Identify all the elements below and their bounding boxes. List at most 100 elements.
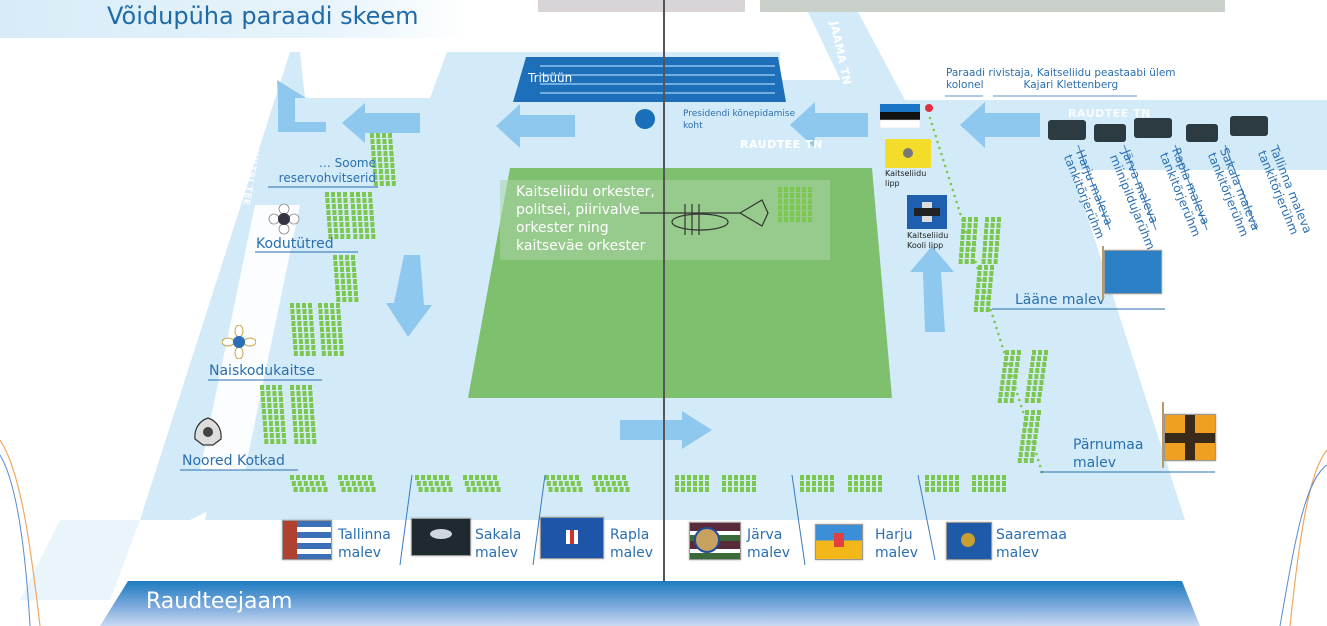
troop-mark bbox=[324, 315, 329, 320]
troop-mark bbox=[303, 321, 308, 326]
troop-mark bbox=[824, 487, 828, 492]
troop-mark bbox=[442, 487, 447, 492]
troop-mark bbox=[345, 481, 350, 486]
troop-mark bbox=[331, 204, 336, 209]
troop-mark bbox=[475, 475, 479, 480]
unit-line2: reservohvitserid bbox=[278, 171, 376, 185]
troop-mark bbox=[370, 222, 375, 227]
troop-mark bbox=[290, 385, 294, 390]
troop-mark bbox=[693, 481, 697, 486]
marching-column-dot bbox=[930, 122, 934, 126]
flag-label-line1: Kaitseliidu bbox=[907, 231, 949, 240]
troop-mark bbox=[740, 481, 744, 486]
troop-mark bbox=[878, 487, 882, 492]
marching-column-dot bbox=[961, 218, 964, 222]
troop-mark bbox=[728, 487, 732, 492]
parnumaa-flag bbox=[1164, 414, 1216, 461]
troop-mark bbox=[332, 210, 337, 215]
marching-column-dot bbox=[972, 254, 975, 258]
trumpet-icon bbox=[640, 199, 769, 235]
marching-column-dot bbox=[940, 152, 943, 156]
marching-column-dot bbox=[947, 176, 951, 180]
troop-mark bbox=[1036, 362, 1041, 367]
marching-column-dot bbox=[1018, 398, 1021, 402]
troop-mark bbox=[978, 481, 982, 486]
troop-mark bbox=[961, 229, 966, 234]
troop-mark bbox=[818, 487, 822, 492]
marching-column-dot bbox=[999, 338, 1002, 342]
troop-mark bbox=[824, 481, 828, 486]
troop-mark bbox=[790, 193, 794, 198]
troop-mark bbox=[378, 163, 383, 168]
troop-mark bbox=[681, 475, 685, 480]
troop-mark bbox=[958, 259, 963, 264]
troop-mark bbox=[996, 475, 1000, 480]
troop-mark bbox=[1004, 392, 1009, 397]
troop-mark bbox=[351, 261, 356, 266]
troop-mark bbox=[995, 241, 1000, 246]
troop-mark bbox=[790, 205, 794, 210]
troop-mark bbox=[291, 481, 296, 486]
troop-mark bbox=[262, 415, 267, 420]
marching-column-dot bbox=[993, 320, 996, 324]
kooli-flag-label: Kaitseliidu Kooli lipp bbox=[907, 231, 948, 251]
troop-mark bbox=[1037, 392, 1042, 397]
troop-mark bbox=[273, 403, 278, 408]
troop-mark bbox=[796, 211, 800, 216]
troop-mark bbox=[291, 321, 296, 326]
estonian-flag bbox=[880, 104, 920, 112]
troop-mark bbox=[1033, 434, 1038, 439]
troop-mark bbox=[752, 487, 756, 492]
troop-mark bbox=[878, 475, 882, 480]
troop-mark bbox=[340, 234, 345, 239]
troop-mark bbox=[1002, 368, 1007, 373]
troop-mark bbox=[260, 397, 265, 402]
troop-mark bbox=[570, 481, 575, 486]
troop-mark bbox=[978, 265, 982, 270]
troop-mark bbox=[931, 487, 935, 492]
troop-mark bbox=[937, 481, 941, 486]
troop-mark bbox=[625, 487, 630, 492]
troop-mark bbox=[312, 439, 317, 444]
troop-mark bbox=[734, 475, 738, 480]
troop-mark bbox=[993, 259, 998, 264]
troop-mark bbox=[373, 181, 378, 186]
vehicle-icon bbox=[1186, 124, 1218, 142]
troop-mark bbox=[488, 481, 493, 486]
orchestra-line1: Kaitseliidu orkester, bbox=[516, 184, 655, 200]
troop-mark bbox=[357, 481, 362, 486]
troop-mark bbox=[675, 487, 679, 492]
troop-mark bbox=[878, 481, 882, 486]
troop-mark bbox=[722, 487, 726, 492]
marching-column-dot bbox=[991, 314, 994, 318]
troop-mark bbox=[340, 273, 345, 278]
troop-mark bbox=[981, 289, 986, 294]
kodututred-emblem-icon bbox=[268, 203, 300, 235]
troop-mark bbox=[984, 229, 989, 234]
troop-mark bbox=[746, 475, 750, 480]
marching-column-dot bbox=[1031, 440, 1034, 444]
troop-mark bbox=[383, 151, 388, 156]
troop-mark bbox=[988, 277, 993, 282]
marching-column-dot bbox=[959, 212, 962, 216]
troop-mark bbox=[325, 321, 330, 326]
troop-mark bbox=[802, 199, 806, 204]
troop-mark bbox=[925, 487, 929, 492]
troop-mark bbox=[1025, 392, 1030, 397]
left-unit-reserve-officers: … Soome reservohvitserid bbox=[268, 156, 376, 186]
troop-mark bbox=[440, 481, 445, 486]
troop-mark bbox=[987, 259, 992, 264]
troop-mark bbox=[331, 327, 336, 332]
troop-mark bbox=[325, 204, 330, 209]
troop-mark bbox=[982, 253, 987, 258]
troop-mark bbox=[339, 261, 344, 266]
marching-column-dot bbox=[964, 230, 968, 234]
troop-mark bbox=[261, 409, 266, 414]
troop-mark bbox=[996, 229, 1001, 234]
marching-column-dot bbox=[980, 278, 983, 282]
troop-mark bbox=[266, 391, 271, 396]
troop-mark bbox=[310, 415, 315, 420]
troop-mark bbox=[383, 157, 388, 162]
troop-mark bbox=[1032, 350, 1036, 355]
